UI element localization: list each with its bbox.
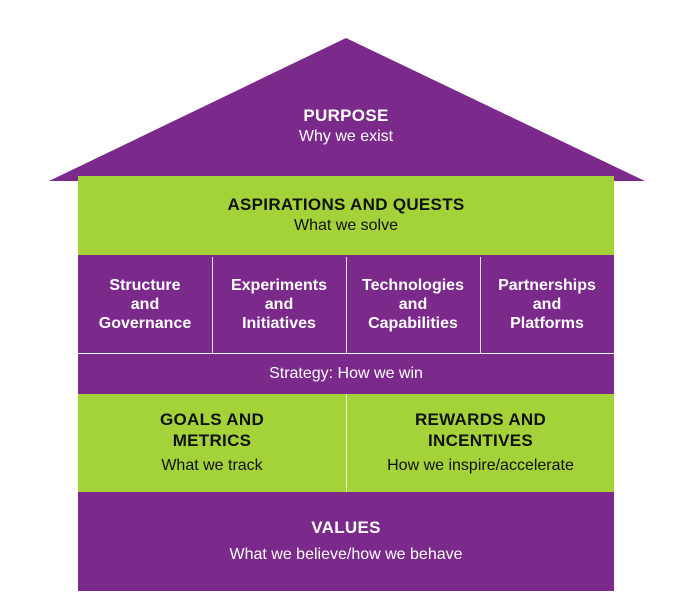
pillar-technologies-capabilities: Technologies and Capabilities	[346, 256, 480, 352]
values-subtitle: What we believe/how we behave	[229, 546, 463, 563]
purpose-section: PURPOSE Why we exist	[200, 100, 492, 152]
strategy-section: Strategy: How we win	[78, 354, 614, 394]
pillar-divider	[212, 257, 213, 353]
purpose-title: PURPOSE	[303, 105, 389, 125]
pillar-experiments-initiatives: Experiments and Initiatives	[212, 256, 346, 352]
roof-shape	[49, 38, 645, 181]
purpose-subtitle: Why we exist	[298, 127, 394, 145]
pillar-partnerships-platforms: Partnerships and Platforms	[480, 256, 614, 352]
pillar-label: Partnerships and Platforms	[498, 276, 596, 332]
rewards-subtitle: How we inspire/accelerate	[387, 457, 574, 474]
goals-rewards-divider	[346, 394, 347, 492]
strategy-divider	[78, 353, 614, 354]
strategy-label: Strategy: How we win	[269, 365, 423, 382]
pillar-divider	[480, 257, 481, 353]
rewards-title: REWARDS AND INCENTIVES	[414, 410, 547, 450]
pillar-structure-governance: Structure and Governance	[78, 256, 212, 352]
goals-title: GOALS AND METRICS	[159, 410, 265, 450]
aspirations-section: ASPIRATIONS AND QUESTS What we solve	[78, 176, 614, 255]
goals-subtitle: What we track	[161, 457, 263, 474]
goals-section: GOALS AND METRICS What we track	[78, 394, 346, 492]
pillar-label: Technologies and Capabilities	[362, 276, 464, 332]
aspirations-subtitle: What we solve	[293, 217, 399, 234]
values-title: VALUES	[311, 518, 381, 537]
roof-triangle	[49, 38, 645, 181]
aspirations-title: ASPIRATIONS AND QUESTS	[227, 195, 465, 214]
pillar-label: Structure and Governance	[98, 276, 192, 332]
pillar-label: Experiments and Initiatives	[230, 276, 328, 332]
rewards-section: REWARDS AND INCENTIVES How we inspire/ac…	[347, 394, 614, 492]
values-section: VALUES What we believe/how we behave	[78, 492, 614, 591]
pillar-divider	[346, 257, 347, 353]
